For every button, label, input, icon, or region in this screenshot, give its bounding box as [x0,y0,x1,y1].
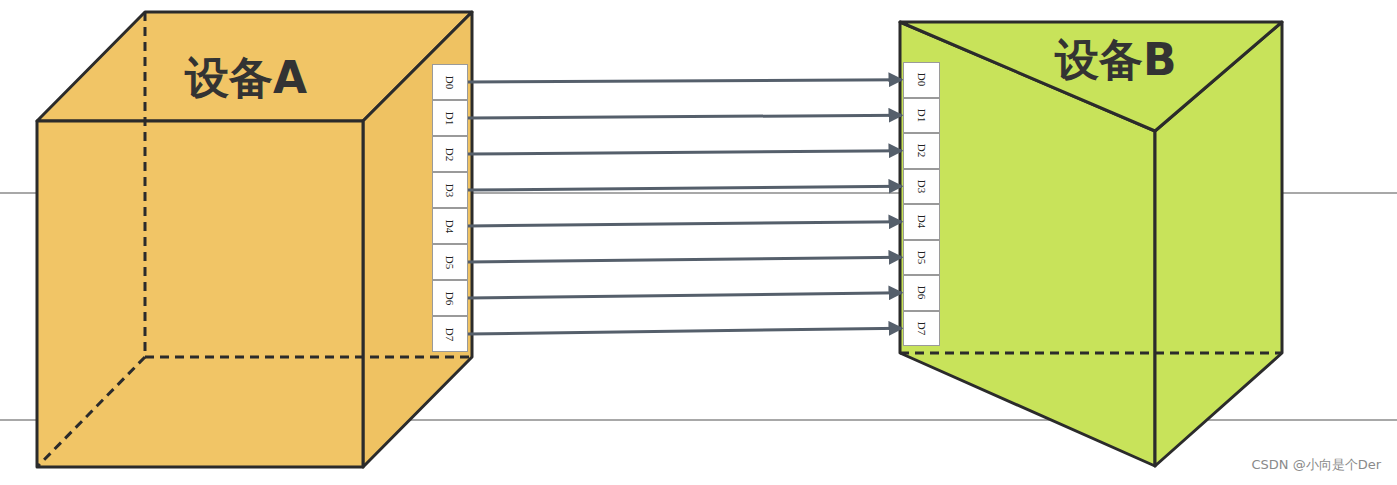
cube-shape [37,12,472,467]
watermark: CSDN @小向是个Der [1251,456,1381,474]
signal-arrow [468,293,902,298]
device-block: 设备A D0D1D2D3D4D5D6D7 [37,12,472,467]
pin-label: D7 [444,327,455,340]
pin-box: D5 [432,244,468,280]
pin-box: D1 [903,98,940,134]
prism-shape [900,22,1282,466]
pin-label: D4 [444,219,455,232]
pin-label: D7 [916,322,927,335]
pin-label: D1 [444,111,455,124]
signal-arrow [468,80,902,82]
pin-box: D1 [432,100,468,136]
pin-label: D3 [916,180,927,193]
pin-box: D4 [432,208,468,244]
pin-box: D6 [432,280,468,316]
device-block: 设备B D0D1D2D3D4D5D6D7 [900,22,1282,466]
signal-arrow [468,222,902,226]
pin-label: D5 [916,251,927,264]
signal-arrow [468,115,902,118]
pin-label: D3 [444,183,455,196]
pin-label: D2 [444,147,455,160]
pin-box: D6 [903,275,940,311]
pin-box: D2 [432,136,468,172]
pin-box: D3 [432,172,468,208]
signal-arrow [468,186,902,190]
device-title: 设备B [1055,38,1177,82]
pin-label: D5 [444,255,455,268]
pin-box: D4 [903,204,940,240]
pin-label: D0 [444,75,455,88]
pin-label: D6 [444,291,455,304]
pin-label: D2 [916,144,927,157]
signal-arrow [468,328,902,334]
pin-label: D6 [916,286,927,299]
pin-box: D0 [903,62,940,98]
pin-box: D7 [903,311,940,347]
signal-arrow [468,257,902,262]
device-title: 设备A [185,56,307,100]
signal-arrow [468,151,902,154]
pin-label: D0 [916,73,927,86]
pin-label: D4 [916,215,927,228]
pin-box: D7 [432,316,468,352]
pin-box: D5 [903,240,940,276]
pin-label: D1 [916,109,927,122]
pin-box: D0 [432,64,468,100]
pin-box: D3 [903,169,940,205]
pin-box: D2 [903,133,940,169]
